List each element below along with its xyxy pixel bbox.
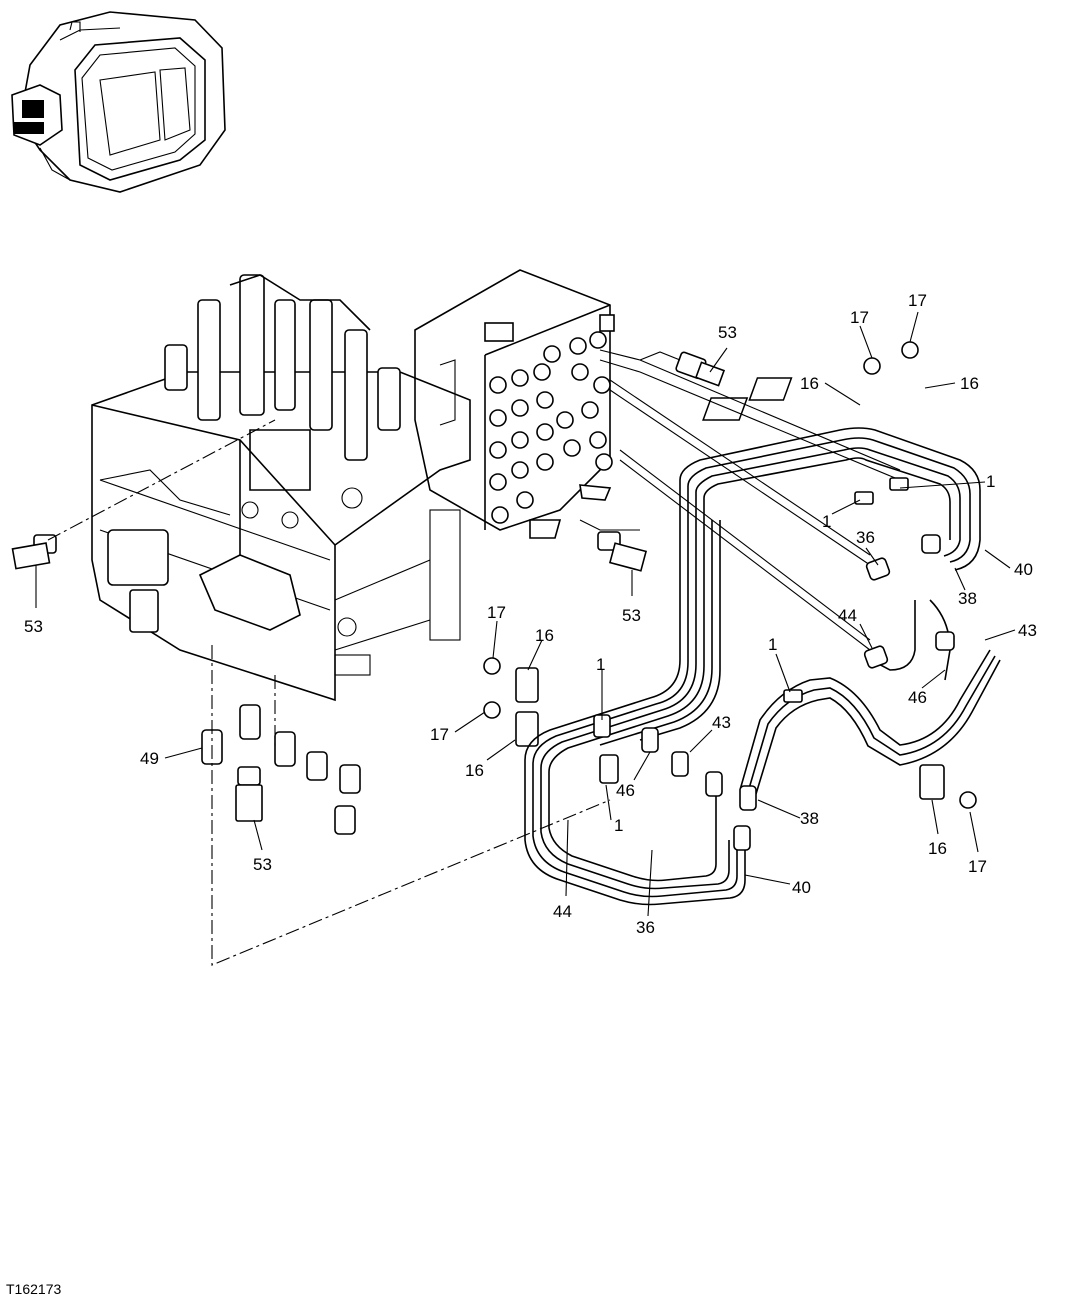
document-id: T162173 — [6, 1281, 61, 1297]
callout-44: 44 — [553, 902, 572, 921]
callout-17: 17 — [968, 857, 987, 876]
callout-labels: 53 53 53 53 17 17 16 16 1 1 36 40 38 44 … — [24, 291, 1037, 937]
callout-38: 38 — [958, 589, 977, 608]
callout-44: 44 — [838, 606, 857, 625]
callout-16: 16 — [960, 374, 979, 393]
clamp-set-right — [919, 764, 977, 809]
reference-lines — [47, 419, 611, 966]
hose-bundle — [524, 349, 1001, 906]
callout-43: 43 — [1018, 621, 1037, 640]
callout-17: 17 — [850, 308, 869, 327]
callout-16: 16 — [535, 626, 554, 645]
callout-53: 53 — [253, 855, 272, 874]
callout-46: 46 — [908, 688, 927, 707]
callout-1: 1 — [768, 635, 777, 654]
callout-43: 43 — [712, 713, 731, 732]
callout-38: 38 — [800, 809, 819, 828]
clamp-set-top — [702, 341, 919, 421]
pilot-valve-block — [414, 269, 615, 539]
callout-1: 1 — [822, 512, 831, 531]
callout-36: 36 — [856, 528, 875, 547]
callout-40: 40 — [1014, 560, 1033, 579]
callout-16: 16 — [465, 761, 484, 780]
control-valve-assembly — [91, 274, 471, 702]
callout-46: 46 — [616, 781, 635, 800]
pressure-sensor-top — [675, 351, 726, 387]
callout-1: 1 — [596, 655, 605, 674]
callout-40: 40 — [792, 878, 811, 897]
callout-53: 53 — [718, 323, 737, 342]
callout-17: 17 — [487, 603, 506, 622]
callout-1: 1 — [986, 472, 995, 491]
callout-16: 16 — [800, 374, 819, 393]
callout-49: 49 — [140, 749, 159, 768]
fittings-cluster — [201, 704, 361, 835]
fitting-grid — [489, 331, 613, 524]
leader-lines — [35, 311, 1016, 917]
callout-16: 16 — [928, 839, 947, 858]
callout-36: 36 — [636, 918, 655, 937]
hose-fittings — [593, 477, 955, 851]
callout-17: 17 — [430, 725, 449, 744]
pressure-sensor-bottom — [235, 766, 263, 822]
pressure-sensor-left — [11, 534, 57, 570]
callout-1: 1 — [614, 816, 623, 835]
machine-locator-thumbnail — [11, 11, 226, 193]
callout-53: 53 — [622, 606, 641, 625]
clamp-set-left — [483, 657, 539, 747]
callout-53: 53 — [24, 617, 43, 636]
pressure-sensor-mid — [597, 531, 648, 572]
callout-17: 17 — [908, 291, 927, 310]
